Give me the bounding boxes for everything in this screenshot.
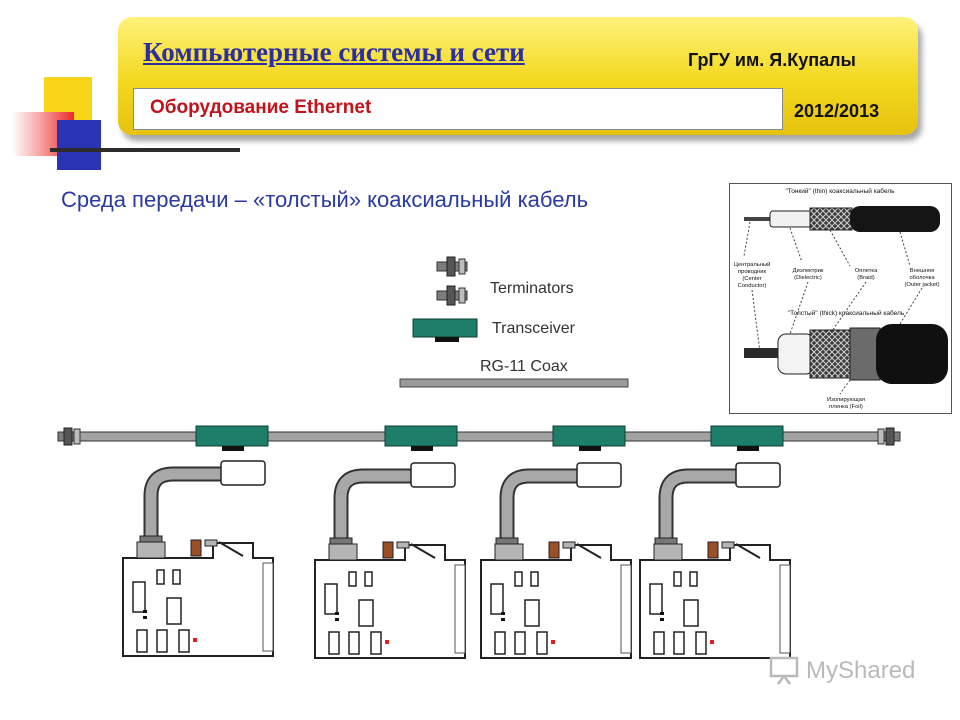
foil-label-2: пленка (Foil) — [829, 404, 863, 410]
terminator-icon-2 — [436, 285, 468, 306]
terminator-icon-1 — [436, 256, 468, 277]
dielectric-label-1: Диэлектрик — [793, 268, 824, 274]
center-label-1: Центральный — [734, 261, 771, 268]
watermark-text: MyShared — [806, 657, 916, 684]
transceiver-1 — [195, 425, 269, 447]
thick-cable — [744, 324, 948, 384]
thin-cable-title: "Тонкий" (thin) коаксиальный кабель — [785, 187, 895, 195]
jacket-label-1: Внешняя — [910, 268, 934, 274]
thin-cable — [744, 206, 940, 232]
station-2 — [314, 425, 466, 659]
thick-cable-title: "Толстый" (thick) коаксиальный кабель — [788, 309, 905, 317]
center-label-3: (Center — [742, 276, 761, 282]
deco-blue-square — [57, 120, 101, 170]
slide-subtitle: Оборудование Ethernet — [150, 97, 372, 118]
presentation-icon — [769, 656, 799, 685]
legend-coax-label: RG-11 Coax — [480, 358, 568, 375]
slide-heading: Среда передачи – «толстый» коаксиальный … — [61, 187, 589, 212]
station-1 — [122, 425, 274, 657]
transceiver-4 — [710, 425, 784, 447]
cable-cross-section-figure: "Тонкий" (thin) коаксиальный кабель Цент… — [734, 187, 948, 410]
network-card-1 — [122, 539, 274, 657]
network-card-2 — [314, 541, 466, 659]
course-title[interactable]: Компьютерные системы и сети — [143, 37, 525, 67]
dielectric-label-2: (Dielectric) — [794, 275, 822, 281]
transceiver-3 — [552, 425, 626, 447]
legend: Terminators Transceiver RG-11 Coax — [399, 256, 629, 388]
coax-cable-sample — [399, 378, 629, 388]
subtitle-box — [133, 88, 783, 130]
right-terminator — [877, 427, 901, 446]
foil-label-1: Изолирующая — [827, 397, 865, 403]
station-4 — [639, 425, 791, 659]
braid-label-1: Оплетка — [855, 268, 878, 274]
cable-structure-inset: "Тонкий" (thin) коаксиальный кабель Цент… — [729, 183, 952, 414]
university-name: ГрГУ им. Я.Купалы — [688, 50, 856, 70]
station-3 — [480, 425, 632, 659]
center-label-4: Conductor) — [738, 283, 767, 289]
academic-year: 2012/2013 — [794, 101, 880, 121]
legend-transceiver-label: Transceiver — [492, 320, 576, 337]
center-label-2: проводник — [738, 269, 767, 275]
network-card-3 — [480, 541, 632, 659]
legend-terminators-label: Terminators — [490, 280, 574, 297]
jacket-label-3: (Outer jacket) — [904, 282, 939, 288]
deco-divider-line — [50, 148, 240, 152]
transceiver-2 — [384, 425, 458, 447]
network-card-4 — [639, 541, 791, 659]
mysharred-watermark: MyShared — [768, 655, 915, 692]
jacket-label-2: оболочка — [909, 275, 935, 281]
left-terminator — [57, 427, 81, 446]
braid-label-2: (Braid) — [857, 275, 874, 281]
thick-ethernet-diagram — [57, 425, 901, 659]
transceiver-icon — [412, 318, 478, 342]
